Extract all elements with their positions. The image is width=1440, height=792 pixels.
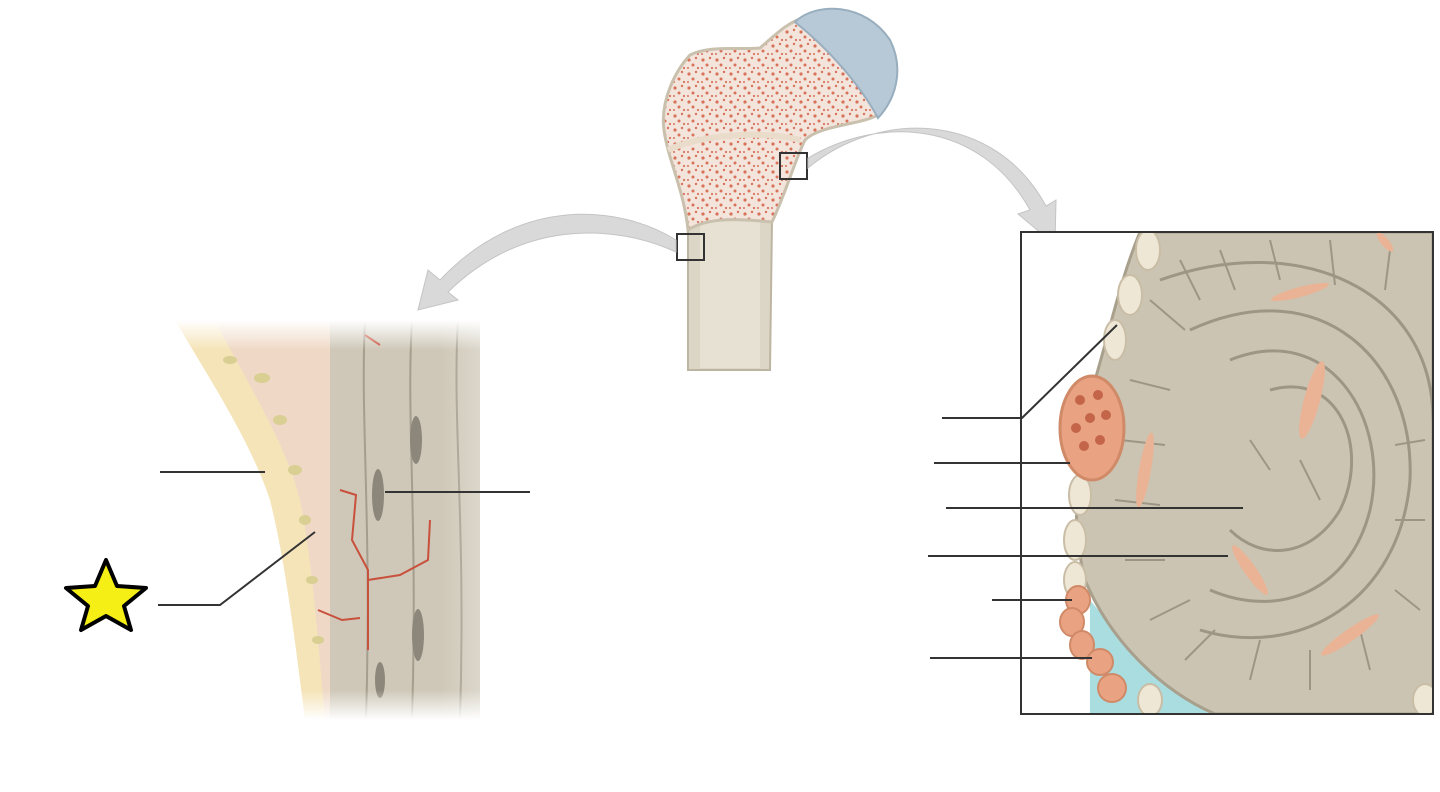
spongy-bone-detail bbox=[1021, 232, 1433, 714]
leader-line-osteoblast bbox=[942, 324, 1118, 419]
zoom-box-compact bbox=[676, 233, 705, 261]
femur-shaft-inner bbox=[700, 215, 760, 368]
left-leader-lines bbox=[158, 471, 530, 606]
femur-illustration bbox=[661, 7, 899, 371]
osteoprogenitor-cells bbox=[1059, 585, 1127, 703]
spongy-detail-frame bbox=[1020, 231, 1434, 715]
star-icon bbox=[64, 558, 148, 632]
periosteum-cells bbox=[223, 356, 324, 644]
epiphyseal-line bbox=[666, 131, 801, 153]
osteocyte-lacunae bbox=[1136, 232, 1394, 656]
arrow-to-spongy-bone bbox=[807, 127, 1057, 247]
osteocytes bbox=[372, 416, 424, 698]
osteoclast bbox=[1058, 374, 1126, 482]
periosteum-inner-layer bbox=[215, 320, 345, 720]
arrow-to-compact-bone bbox=[417, 213, 677, 311]
compact-bone-detail bbox=[170, 320, 590, 720]
femoral-head-cartilage bbox=[793, 7, 899, 120]
leader-line-starred bbox=[158, 531, 316, 606]
zoom-box-spongy bbox=[779, 152, 808, 180]
right-leader-lines bbox=[928, 324, 1243, 659]
